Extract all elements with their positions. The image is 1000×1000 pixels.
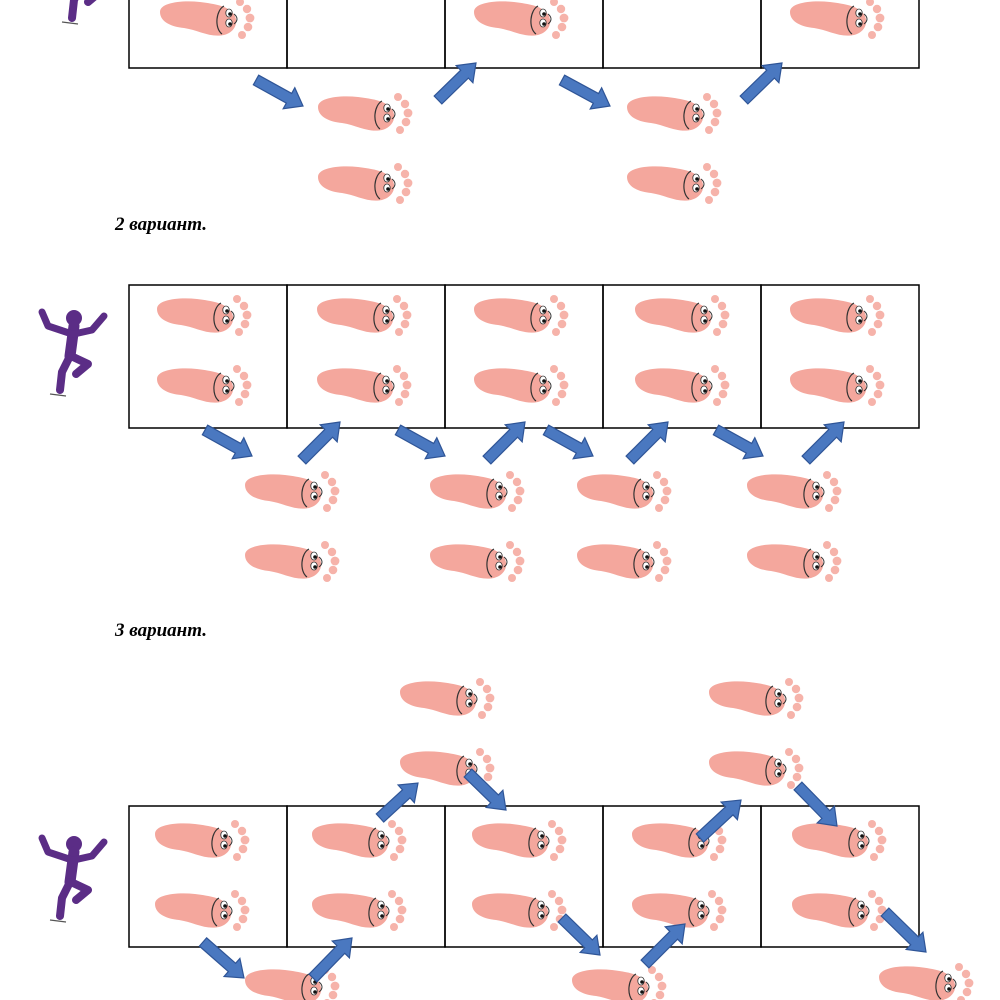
footprint-icon <box>318 93 413 134</box>
footprint-icon <box>317 295 412 336</box>
arrow-icon <box>557 913 601 956</box>
footprint-icon <box>318 163 413 204</box>
footprint-icon <box>627 163 722 204</box>
footprint-icon <box>474 0 569 39</box>
hopscotch-cell <box>760 805 920 948</box>
footprint-icon <box>790 295 885 336</box>
arrow-icon <box>463 768 507 811</box>
hopscotch-grid <box>128 0 920 69</box>
footprint-icon <box>430 471 525 512</box>
footprint-icon <box>472 820 567 861</box>
footprint-icon <box>430 541 525 582</box>
variant-3-label: 3 вариант. <box>115 620 207 641</box>
jumping-child-icon <box>38 834 108 923</box>
arrow-icon <box>198 937 245 979</box>
hopscotch-cell <box>286 0 446 69</box>
footprint-icon <box>879 963 974 1000</box>
footprint-icon <box>709 748 804 789</box>
arrow-icon <box>308 937 353 983</box>
footprint-icon <box>577 541 672 582</box>
footprint-icon <box>400 678 495 719</box>
arrow-icon <box>482 421 526 465</box>
arrow-icon <box>558 74 611 110</box>
footprint-icon <box>312 890 407 931</box>
footprint-icon <box>627 93 722 134</box>
arrow-icon <box>801 421 845 465</box>
arrow-icon <box>880 907 927 953</box>
arrow-icon <box>542 424 594 460</box>
footprint-icon <box>635 365 730 406</box>
arrow-icon <box>252 74 304 110</box>
footprint-icon <box>792 820 887 861</box>
arrow-icon <box>375 782 419 823</box>
arrow-icon <box>712 424 764 460</box>
footprint-icon <box>160 0 255 39</box>
variant-2-label: 2 вариант. <box>115 214 207 235</box>
footprint-icon <box>317 365 412 406</box>
footprint-icon <box>155 890 250 931</box>
footprint-icon <box>747 541 842 582</box>
footprint-icon <box>245 471 340 512</box>
jumping-child-icon <box>61 0 97 25</box>
footprint-icon <box>577 471 672 512</box>
footprint-icon <box>790 0 885 39</box>
footprint-icon <box>635 295 730 336</box>
footprint-icon <box>709 678 804 719</box>
arrow-icon <box>201 424 253 460</box>
footprint-icon <box>312 820 407 861</box>
footprint-icon <box>474 295 569 336</box>
footprint-icon <box>572 966 667 1000</box>
footprint-icon <box>245 541 340 582</box>
arrow-icon <box>433 62 477 105</box>
jumping-child-icon <box>38 308 108 397</box>
footprint-icon <box>790 365 885 406</box>
footprint-icon <box>792 890 887 931</box>
arrow-icon <box>739 62 783 105</box>
footprint-icon <box>155 820 250 861</box>
footprint-icon <box>474 365 569 406</box>
footprint-icon <box>472 890 567 931</box>
arrow-icon <box>640 923 686 969</box>
footprint-icon <box>632 890 727 931</box>
hopscotch-cell <box>602 0 762 69</box>
arrow-icon <box>394 424 446 460</box>
arrow-icon <box>625 421 669 465</box>
arrow-icon <box>793 781 838 827</box>
arrow-icon <box>695 799 742 843</box>
footprint-icon <box>747 471 842 512</box>
footprint-icon <box>157 365 252 406</box>
hopscotch-cell <box>760 0 920 69</box>
arrow-icon <box>297 421 341 465</box>
footprint-icon <box>157 295 252 336</box>
